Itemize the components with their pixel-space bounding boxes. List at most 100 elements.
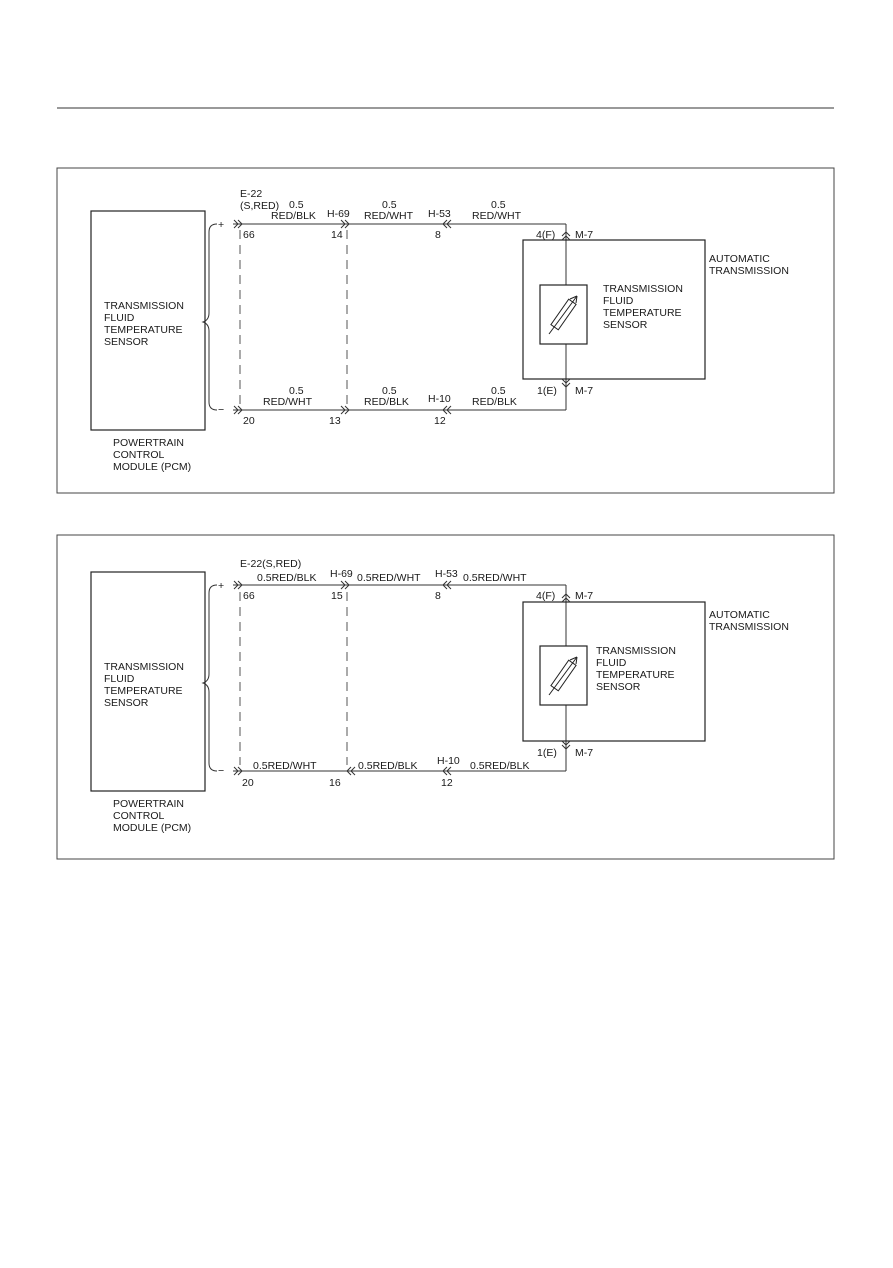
connector-e22-sublabel: (S,RED): [240, 200, 279, 212]
pin-label: 1(E): [537, 385, 557, 397]
pin-number: 66: [243, 229, 255, 241]
connector-m7-top-icon: [561, 231, 571, 241]
pcm-sensor-label-2: FLUID: [104, 673, 135, 685]
pin-number: 66: [243, 590, 255, 602]
wire-color-label: RED/BLK: [271, 210, 316, 222]
wire-label: 0.5RED/BLK: [470, 760, 530, 772]
connector-e22-label: E-22: [240, 188, 262, 200]
thermistor-icon: [548, 295, 578, 335]
automatic-transmission-label-2: TRANSMISSION: [709, 265, 789, 277]
plus-sign: +: [218, 580, 224, 592]
pin-label: 4(F): [536, 229, 555, 241]
pin-number: 16: [329, 777, 341, 789]
pin-number: 20: [242, 777, 254, 789]
connector-h53-top-icon: [442, 219, 452, 229]
pcm-label-2: CONTROL: [113, 449, 164, 461]
pcm-label-3: MODULE (PCM): [113, 461, 191, 473]
wire-label: 0.5RED/WHT: [357, 572, 421, 584]
connector-h10-bottom-icon: [442, 405, 452, 415]
connector-h10-bottom-icon: [442, 766, 452, 776]
sensor-label-4: SENSOR: [603, 319, 648, 331]
pcm-box: [90, 210, 206, 431]
pcm-sensor-label-4: SENSOR: [104, 336, 149, 348]
sensor-label-4: SENSOR: [596, 681, 641, 693]
diagram-2: TRANSMISSION FLUID TEMPERATURE SENSOR PO…: [56, 534, 835, 860]
sensor-brace: [201, 584, 218, 772]
connector-h69-label: H-69: [330, 568, 353, 580]
automatic-transmission-label-1: AUTOMATIC: [709, 253, 770, 265]
connector-m7-label: M-7: [575, 385, 593, 397]
connector-h69-bottom-icon: [340, 405, 350, 415]
pin-number: 8: [435, 229, 441, 241]
wire-size-label: 0.5: [491, 385, 506, 397]
diagram-1: TRANSMISSION FLUID TEMPERATURE SENSOR PO…: [56, 167, 835, 494]
pin-number: 12: [434, 415, 446, 427]
wire-color-label: RED/BLK: [472, 396, 517, 408]
wire-color-label: RED/WHT: [364, 210, 414, 222]
automatic-transmission-box: [522, 601, 706, 742]
pin-number: 20: [243, 415, 255, 427]
pin-number: 8: [435, 590, 441, 602]
wire-size-label: 0.5: [289, 199, 304, 211]
connector-h69-top-icon: [340, 580, 350, 590]
automatic-transmission-label-2: TRANSMISSION: [709, 621, 789, 633]
connector-m7-label: M-7: [575, 590, 593, 602]
connector-h69-bottom-icon: [346, 766, 356, 776]
connector-m7-top-icon: [561, 593, 571, 603]
wire-color-label: RED/WHT: [263, 396, 313, 408]
sensor-label-3: TEMPERATURE: [603, 307, 682, 319]
wire-label: 0.5RED/WHT: [253, 760, 317, 772]
automatic-transmission-label-1: AUTOMATIC: [709, 609, 770, 621]
wire-label: 0.5RED/BLK: [257, 572, 317, 584]
pin-number: 15: [331, 590, 343, 602]
connector-m7-label: M-7: [575, 229, 593, 241]
plus-sign: +: [218, 219, 224, 231]
pin-label: 1(E): [537, 747, 557, 759]
sensor-label-1: TRANSMISSION: [603, 283, 683, 295]
sensor-label-1: TRANSMISSION: [596, 645, 676, 657]
connector-e22-bottom-icon: [233, 766, 243, 776]
pin-number: 14: [331, 229, 343, 241]
wire-color-label: RED/BLK: [364, 396, 409, 408]
connector-e22-top-icon: [233, 580, 243, 590]
pcm-sensor-label-4: SENSOR: [104, 697, 149, 709]
pcm-sensor-label-2: FLUID: [104, 312, 135, 324]
pcm-sensor-label-1: TRANSMISSION: [104, 661, 184, 673]
pin-number: 13: [329, 415, 341, 427]
pcm-label-2: CONTROL: [113, 810, 164, 822]
minus-sign: −: [218, 404, 224, 416]
pcm-label-1: POWERTRAIN: [113, 437, 184, 449]
connector-m7-bottom-icon: [561, 740, 571, 750]
sensor-brace: [201, 223, 218, 411]
connector-h53-label: H-53: [435, 568, 458, 580]
connector-m7-label: M-7: [575, 747, 593, 759]
wire-label: 0.5RED/BLK: [358, 760, 418, 772]
pcm-label-3: MODULE (PCM): [113, 822, 191, 834]
pcm-box: [90, 571, 206, 792]
connector-m7-bottom-icon: [561, 378, 571, 388]
connector-e22-bottom-icon: [233, 405, 243, 415]
connector-e22-label: E-22(S,RED): [240, 558, 301, 570]
minus-sign: −: [218, 765, 224, 777]
connector-h53-label: H-53: [428, 208, 451, 220]
sensor-label-2: FLUID: [603, 295, 634, 307]
wire-label: 0.5RED/WHT: [463, 572, 527, 584]
thermistor-icon: [548, 656, 578, 696]
connector-h10-label: H-10: [437, 755, 460, 767]
sensor-label-2: FLUID: [596, 657, 627, 669]
wire-size-label: 0.5: [382, 199, 397, 211]
pcm-sensor-label-1: TRANSMISSION: [104, 300, 184, 312]
connector-h69-top-icon: [340, 219, 350, 229]
diagram-frame: [56, 534, 835, 860]
wire-size-label: 0.5: [382, 385, 397, 397]
connector-h69-label: H-69: [327, 208, 350, 220]
wire-size-label: 0.5: [491, 199, 506, 211]
automatic-transmission-box: [522, 239, 706, 380]
pcm-sensor-label-3: TEMPERATURE: [104, 324, 183, 336]
sensor-label-3: TEMPERATURE: [596, 669, 675, 681]
diagram-frame: [56, 167, 835, 494]
wire-size-label: 0.5: [289, 385, 304, 397]
pcm-sensor-label-3: TEMPERATURE: [104, 685, 183, 697]
